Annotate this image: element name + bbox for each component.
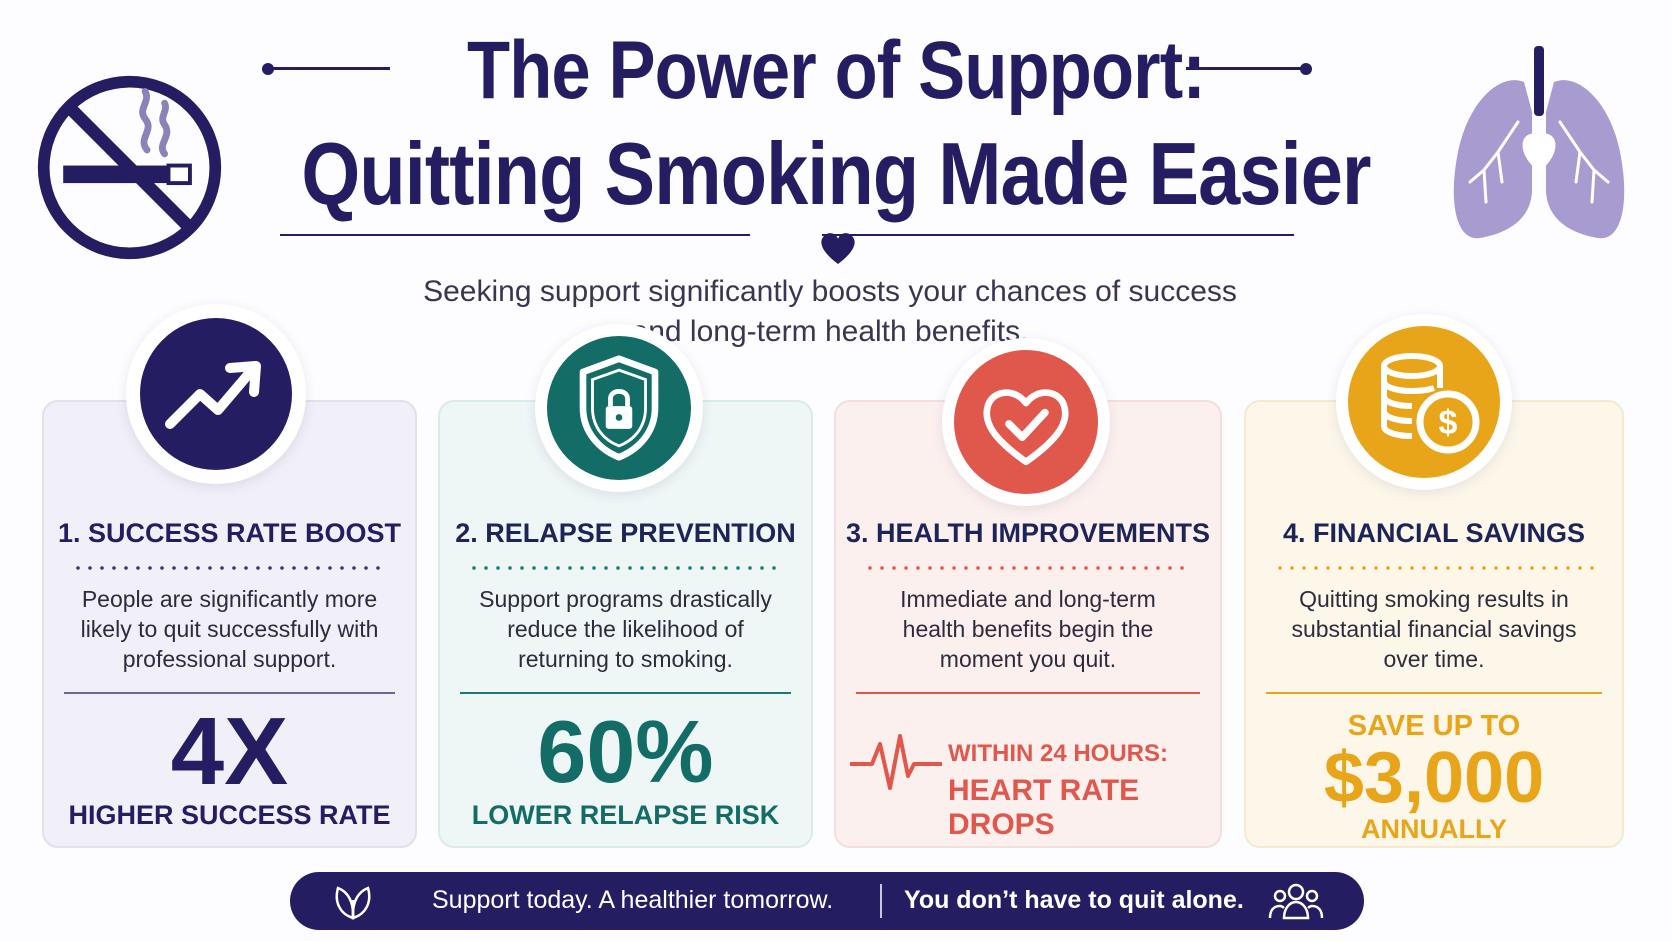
trend-up-icon: [140, 318, 292, 470]
stat-prefix: SAVE UP TO: [1347, 710, 1521, 742]
card-title: 4. FINANCIAL SAVINGS: [1282, 518, 1586, 548]
no-smoking-icon: [37, 75, 222, 260]
heart-icon: [821, 233, 855, 264]
divider-line-right: [822, 234, 1294, 236]
card-title: 1. SUCCESS RATE BOOST: [57, 518, 402, 548]
divider-line-left: [280, 234, 750, 236]
shield-lock-icon: [547, 336, 691, 480]
lungs-heart-icon: [1453, 46, 1625, 239]
stat-label: LOWER RELAPSE RISK: [471, 800, 780, 830]
stat-timeframe: WITHIN 24 HOURS:: [948, 740, 1169, 767]
badge-financial-savings: $: [1336, 314, 1512, 490]
stat-value: $3,000: [1323, 738, 1545, 818]
card-description: Immediate and long-term health benefits …: [900, 586, 1156, 672]
title-deco-dot-left: [262, 63, 274, 75]
stat-value: 60%: [537, 702, 714, 801]
stat-value: 4X: [170, 698, 289, 805]
dotted-divider: [1274, 566, 1594, 570]
footer-message: You don’t have to quit alone.: [904, 886, 1244, 914]
dotted-divider: [864, 566, 1192, 570]
page-title-line2: Quitting Smoking Made Easier: [301, 124, 1371, 223]
stat-label: HIGHER SUCCESS RATE: [68, 800, 391, 830]
leaf-icon: [335, 886, 371, 920]
title-deco-line-left: [270, 67, 390, 70]
footer-tagline: Support today. A healthier tomorrow.: [432, 886, 834, 914]
dotted-divider: [72, 566, 387, 570]
title-deco-dot-right: [1300, 63, 1312, 75]
card-title: 3. HEALTH IMPROVEMENTS: [845, 518, 1211, 548]
card-description: People are significantly more likely to …: [80, 586, 379, 672]
heartbeat-icon: [850, 734, 942, 790]
card-rule: [64, 692, 395, 694]
dotted-divider: [468, 566, 783, 570]
card-rule: [460, 692, 791, 694]
card-rule: [856, 692, 1200, 694]
badge-success-rate: [126, 304, 306, 484]
footer-banner: Support today. A healthier tomorrow. You…: [290, 872, 1364, 930]
heart-check-icon: [954, 350, 1098, 494]
badge-relapse-prevention: [535, 324, 703, 492]
card-description: Quitting smoking results in substantial …: [1291, 586, 1577, 672]
people-group-icon: [1268, 883, 1324, 920]
card-description: Support programs drastically reduce the …: [479, 586, 772, 672]
card-rule: [1266, 692, 1602, 694]
card-title: 2. RELAPSE PREVENTION: [455, 518, 796, 548]
page-title-line1: The Power of Support:: [466, 25, 1206, 116]
title-deco-line-right: [1186, 67, 1306, 70]
badge-health-improvements: [942, 338, 1110, 506]
stat-label: ANNUALLY: [1360, 814, 1507, 844]
stat-label: HEART RATE DROPS: [948, 774, 1140, 841]
svg-text:$: $: [1439, 404, 1458, 442]
coins-dollar-icon: $: [1348, 326, 1500, 478]
subtitle: Seeking support significantly boosts you…: [423, 275, 1237, 348]
footer-separator: [880, 884, 882, 918]
